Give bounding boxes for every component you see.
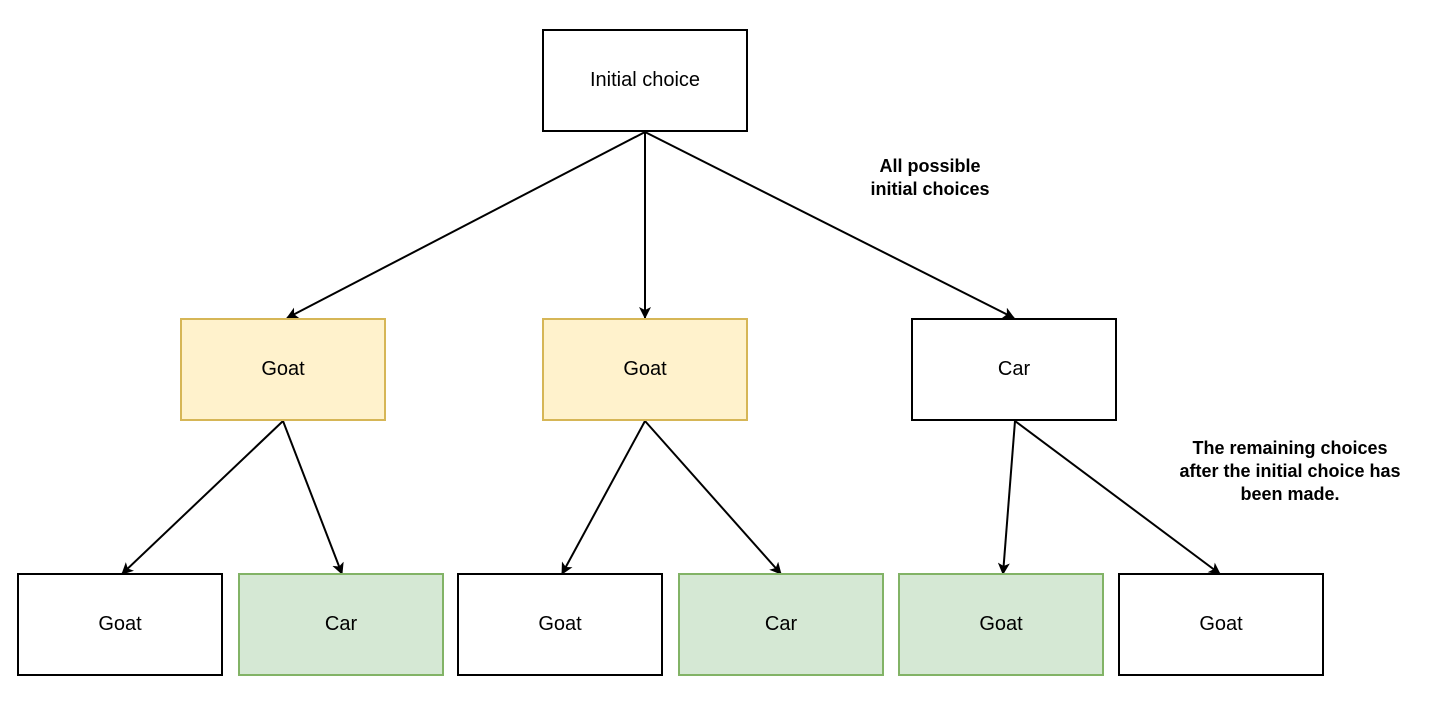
edge-car-to-goat-plain (1014, 420, 1221, 575)
node-level2-goat-1: Goat (17, 573, 223, 676)
node-level1-goat-1: Goat (180, 318, 386, 421)
edge-car-to-goat-green (997, 420, 1016, 575)
edge-goat-1-to-car (282, 420, 344, 575)
edge-goat-2-to-car (644, 420, 782, 575)
edge-goat-1-to-goat (121, 420, 284, 575)
edge-root-to-car (644, 131, 1015, 319)
node-level2-goat-4: Goat (1118, 573, 1324, 676)
edge-goat-2-to-goat (561, 420, 646, 575)
node-level2-goat-3: Goat (898, 573, 1104, 676)
annotation-initial-choices: All possible initial choices (870, 156, 990, 199)
edge-root-to-goat-1 (286, 131, 646, 319)
annotation-remaining-choices: The remaining choices after the initial … (1179, 438, 1401, 504)
node-level2-goat-2: Goat (457, 573, 663, 676)
node-level2-car-2: Car (678, 573, 884, 676)
node-initial-choice: Initial choice (542, 29, 748, 132)
node-level1-goat-2: Goat (542, 318, 748, 421)
node-level2-car-1: Car (238, 573, 444, 676)
node-level1-car: Car (911, 318, 1117, 421)
